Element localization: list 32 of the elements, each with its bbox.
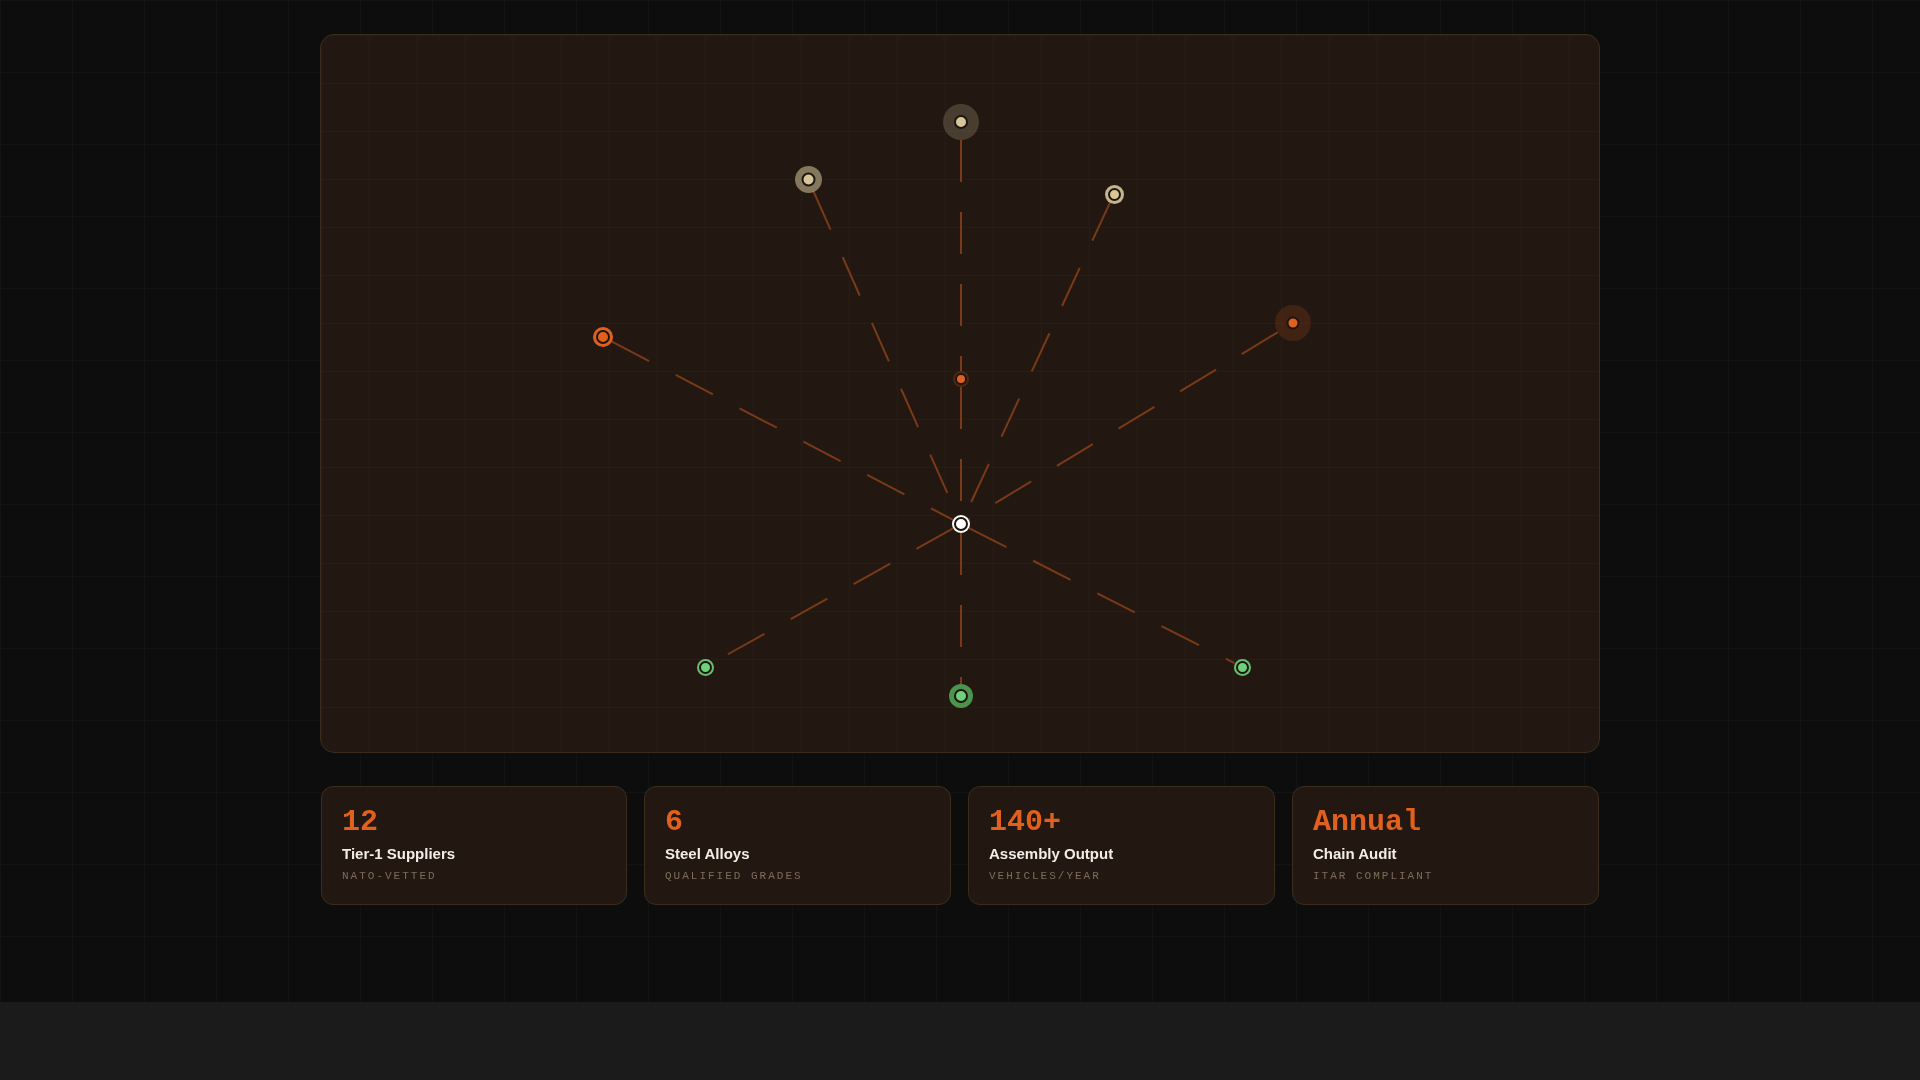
stat-card bbox=[644, 786, 951, 905]
network-node bbox=[593, 327, 613, 347]
network-node bbox=[1104, 184, 1124, 204]
stat-value: 140+ bbox=[989, 805, 1061, 839]
stat-subtitle: ITAR COMPLIANT bbox=[1313, 869, 1434, 883]
network-node bbox=[1275, 305, 1311, 341]
stat-subtitle: NATO-VETTED bbox=[342, 869, 437, 883]
connector-line bbox=[960, 532, 962, 685]
network-node bbox=[1233, 658, 1251, 676]
connector-line bbox=[967, 331, 1279, 521]
stat-subtitle: VEHICLES/YEAR bbox=[989, 869, 1101, 883]
network-node bbox=[794, 165, 822, 193]
stat-value: 12 bbox=[342, 805, 378, 839]
stat-card bbox=[321, 786, 627, 905]
network-node bbox=[696, 658, 714, 676]
stat-title: Chain Audit bbox=[1313, 845, 1397, 863]
network-node bbox=[949, 684, 973, 708]
stat-subtitle: QUALIFIED GRADES bbox=[665, 869, 803, 883]
network-node bbox=[953, 371, 969, 387]
stat-card bbox=[1292, 786, 1599, 905]
stat-title: Steel Alloys bbox=[665, 845, 750, 863]
hub-node bbox=[952, 515, 970, 533]
stat-title: Tier-1 Suppliers bbox=[342, 845, 456, 863]
map-panel bbox=[320, 34, 1600, 753]
connector-line bbox=[610, 340, 954, 521]
connector-line bbox=[960, 139, 962, 372]
connector-line bbox=[968, 527, 1236, 665]
stat-value: Annual bbox=[1313, 805, 1422, 839]
network-node bbox=[943, 104, 979, 140]
stat-card bbox=[968, 786, 1275, 905]
stat-title: Assembly Output bbox=[989, 845, 1114, 863]
stat-value: 6 bbox=[665, 805, 683, 839]
